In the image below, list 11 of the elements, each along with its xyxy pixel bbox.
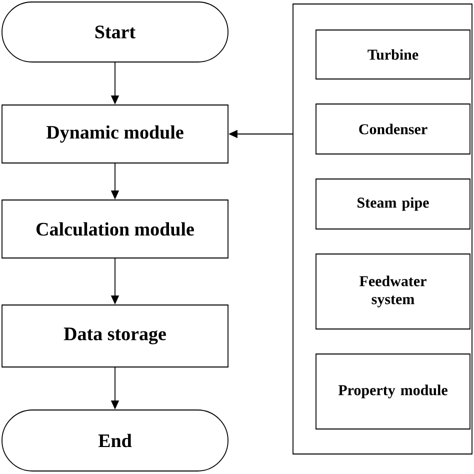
component-box: Turbine <box>316 30 470 80</box>
process-box: Dynamic module <box>2 104 228 164</box>
process-box: Calculation module <box>2 200 228 258</box>
terminal-box: End <box>2 410 228 472</box>
group-box <box>292 4 472 454</box>
component-box: Feedwater system <box>316 254 470 330</box>
component-box: Steam pipe <box>316 178 470 230</box>
component-box: Condenser <box>316 104 470 154</box>
process-box: Data storage <box>2 304 228 368</box>
terminal-box: Start <box>2 2 228 62</box>
component-box: Property module <box>316 354 470 430</box>
